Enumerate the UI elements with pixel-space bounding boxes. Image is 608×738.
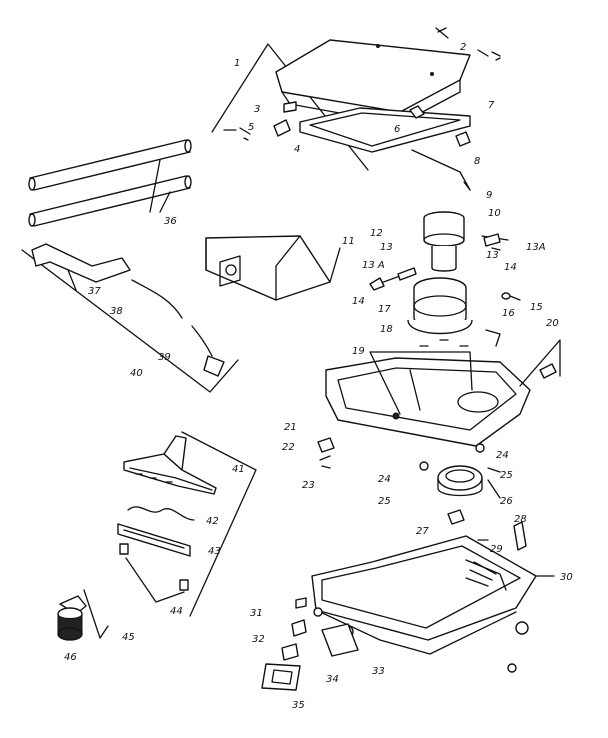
extension-wands [28, 139, 192, 227]
clip-part-4 [273, 119, 291, 137]
label-32: 32 [252, 634, 265, 645]
label-21: 21 [284, 422, 297, 433]
lower-tank [261, 509, 555, 691]
label-43: 43 [208, 546, 221, 557]
label-9: 9 [486, 190, 492, 201]
label-30: 30 [560, 572, 573, 583]
hose-39 [191, 325, 213, 357]
label-8: 8 [474, 156, 480, 167]
label-18: 18 [380, 324, 393, 335]
label-31: 31 [250, 608, 263, 619]
label-34: 34 [326, 674, 339, 685]
motor-fan-assembly [369, 211, 521, 347]
label-13A-right: 13A [526, 242, 546, 253]
label-4: 4 [294, 144, 300, 155]
label-5: 5 [248, 122, 254, 133]
label-35: 35 [292, 700, 305, 711]
label-24a: 24 [496, 450, 509, 461]
fasteners-filter [317, 437, 501, 499]
label-23: 23 [302, 480, 315, 491]
label-33: 33 [372, 666, 385, 677]
label-41: 41 [232, 464, 245, 475]
hose-end-37 [31, 243, 131, 283]
label-17: 17 [378, 304, 391, 315]
label-37: 37 [88, 286, 101, 297]
label-16: 16 [502, 308, 515, 319]
plate-35 [261, 663, 301, 691]
label-42: 42 [206, 516, 219, 527]
part-labels: 1 2 3 4 5 6 7 8 9 10 11 12 13 13 13A 13 … [64, 42, 573, 711]
label-44: 44 [170, 606, 183, 617]
label-45: 45 [122, 632, 135, 643]
latch-part-3 [283, 101, 297, 113]
rod-part-8 [411, 149, 471, 191]
part-7-clip-b [455, 131, 471, 147]
label-46: 46 [64, 652, 77, 663]
label-22: 22 [282, 442, 295, 453]
label-26: 26 [500, 496, 513, 507]
tank-cover [325, 339, 561, 447]
label-13A-left: 13 A [362, 260, 385, 271]
lid-gasket [299, 107, 471, 153]
label-2: 2 [460, 42, 466, 53]
label-10: 10 [488, 208, 501, 219]
lid-cover [275, 39, 471, 113]
label-29: 29 [490, 544, 503, 555]
label-7: 7 [488, 100, 495, 111]
label-27: 27 [416, 526, 429, 537]
label-24b: 24 [378, 474, 391, 485]
label-11: 11 [342, 236, 355, 247]
hose-38 [131, 279, 183, 319]
label-15: 15 [530, 302, 543, 313]
floor-tool [117, 431, 257, 617]
label-19: 19 [352, 346, 365, 357]
dust-bag [205, 235, 341, 301]
caster-rear [515, 621, 529, 635]
label-13a: 13 [380, 242, 393, 253]
label-25b: 25 [378, 496, 391, 507]
lid-assembly [211, 27, 501, 191]
label-14a: 14 [504, 262, 517, 273]
nozzle-group [57, 589, 109, 641]
label-40: 40 [130, 368, 143, 379]
label-36: 36 [164, 216, 177, 227]
label-1: 1 [234, 58, 240, 69]
label-14b: 14 [352, 296, 365, 307]
label-20: 20 [546, 318, 559, 329]
label-6: 6 [394, 124, 400, 135]
label-25a: 25 [500, 470, 513, 481]
part-7-clip [409, 105, 425, 119]
hose-group [21, 243, 239, 393]
label-13b: 13 [486, 250, 499, 261]
label-38: 38 [110, 306, 123, 317]
label-28: 28 [514, 514, 527, 525]
label-39: 39 [158, 352, 171, 363]
label-3: 3 [254, 104, 260, 115]
label-12: 12 [370, 228, 383, 239]
